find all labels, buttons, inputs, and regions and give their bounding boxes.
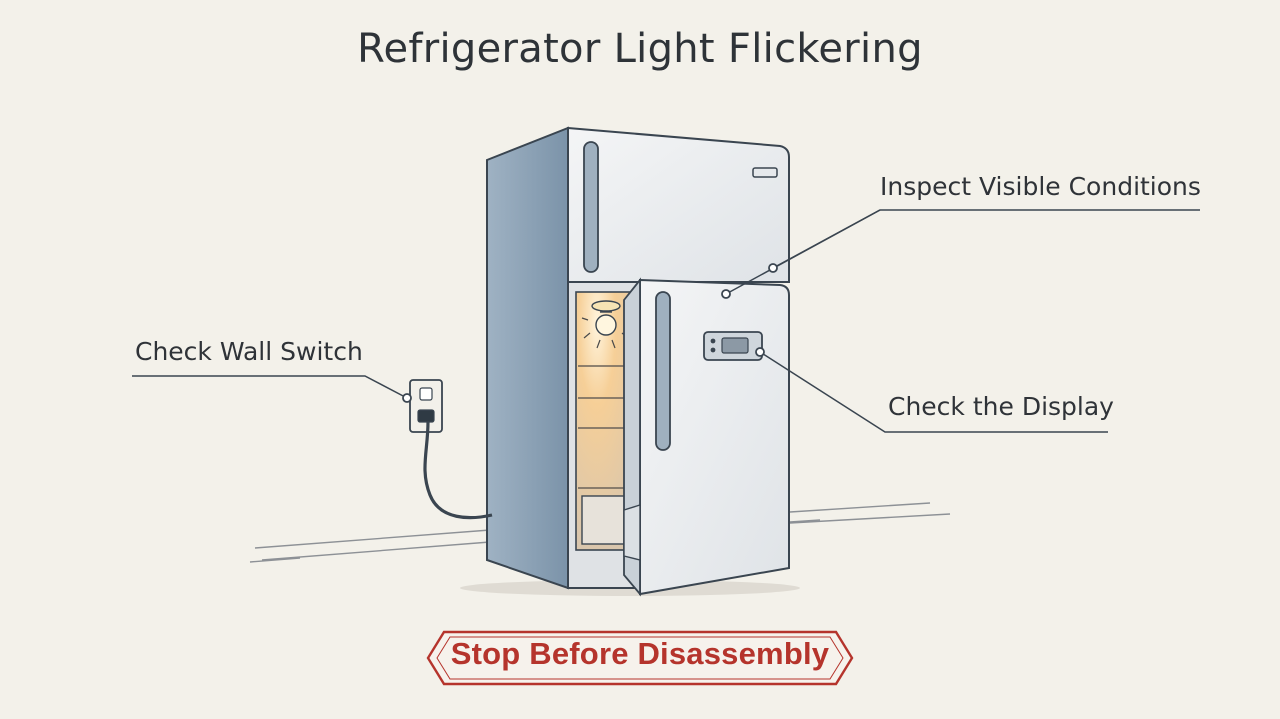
freezer-door [567, 126, 790, 283]
fresh-food-handle [655, 291, 671, 451]
power-cord [423, 421, 493, 520]
temperature-display-icon [703, 331, 763, 361]
callout-check-display: Check the Display [888, 392, 1114, 421]
page-title: Refrigerator Light Flickering [357, 26, 923, 72]
warning-banner-frame [426, 630, 854, 686]
floor-lines [249, 502, 951, 563]
callout-dots [402, 263, 778, 403]
door-bin [623, 504, 641, 561]
callout-check-wall-switch: Check Wall Switch [135, 337, 363, 366]
warning-banner-text: Stop Before Disassembly [450, 636, 830, 671]
fridge-side-panel [486, 126, 569, 590]
freezer-vent [752, 167, 778, 178]
callout-leaders [132, 209, 1200, 433]
callout-inspect-visible-conditions: Inspect Visible Conditions [880, 172, 1201, 201]
freezer-handle [583, 141, 599, 273]
wall-outlet-icon [409, 379, 443, 433]
